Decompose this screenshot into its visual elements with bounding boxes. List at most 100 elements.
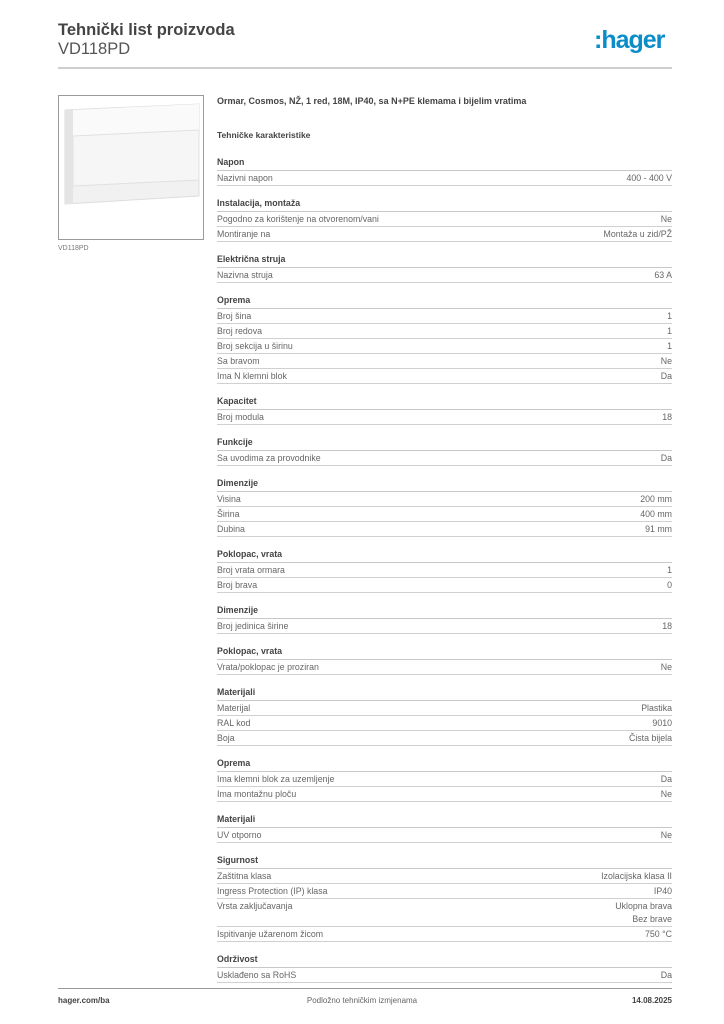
spec-row: Širina 400 mm: [217, 507, 672, 522]
spec-value: Plastika: [641, 703, 672, 713]
spec-label: Ima N klemni blok: [217, 371, 287, 381]
spec-value: 63 A: [654, 270, 672, 280]
section-heading: Dimenzije: [217, 477, 672, 492]
spec-value: Ne: [660, 662, 672, 672]
spec-value: Čista bijela: [628, 733, 672, 743]
specs-heading: Tehničke karakteristike: [217, 130, 311, 140]
spec-value: 1: [667, 565, 672, 575]
spec-row: Ima klemni blok za uzemljenje Da: [217, 772, 672, 787]
section-heading: Instalacija, montaža: [217, 197, 672, 212]
spec-value: Ne: [660, 789, 672, 799]
section-heading: Materijali: [217, 686, 672, 701]
spec-label: UV otporno: [217, 830, 262, 840]
spec-label: Broj vrata ormara: [217, 565, 285, 575]
spec-label: Vrata/poklopac je proziran: [217, 662, 319, 672]
spec-section: Materijali UV otporno Ne: [217, 813, 672, 843]
spec-label: Ingress Protection (IP) klasa: [217, 886, 328, 896]
spec-row: Broj sekcija u širinu 1: [217, 339, 672, 354]
spec-value: Da: [660, 371, 672, 381]
spec-value: 1: [667, 326, 672, 336]
spec-row: Ingress Protection (IP) klasa IP40: [217, 884, 672, 899]
image-caption: VD118PD: [58, 245, 89, 252]
spec-label: Ima klemni blok za uzemljenje: [217, 774, 335, 784]
header-divider: [58, 67, 672, 69]
section-heading: Poklopac, vrata: [217, 548, 672, 563]
spec-label: Sa bravom: [217, 356, 260, 366]
spec-label: Ima montažnu ploču: [217, 789, 297, 799]
spec-label: Broj brava: [217, 580, 258, 590]
section-heading: Oprema: [217, 294, 672, 309]
spec-label: Broj sekcija u širinu: [217, 341, 293, 351]
section-heading: Napon: [217, 156, 672, 171]
spec-label: Broj šina: [217, 311, 252, 321]
spec-label: Usklađeno sa RoHS: [217, 970, 297, 980]
spec-label: Broj redova: [217, 326, 262, 336]
spec-value: 750 °C: [645, 929, 672, 939]
spec-label: Ispitivanje užarenom žicom: [217, 929, 324, 939]
spec-label: RAL kod: [217, 718, 251, 728]
spec-value: IP40: [653, 886, 672, 896]
spec-value: 1: [667, 311, 672, 321]
spec-value: Uklopna brava Bez brave: [615, 901, 672, 924]
spec-label: Nazivna struja: [217, 270, 273, 280]
spec-value: Ne: [660, 214, 672, 224]
footer-note: Podložno tehničkim izmjenama: [306, 996, 418, 1005]
spec-row: Vrata/poklopac je proziran Ne: [217, 660, 672, 675]
spec-value: 0: [667, 580, 672, 590]
spec-row: Visina 200 mm: [217, 492, 672, 507]
footer-website[interactable]: hager.com/ba: [58, 996, 110, 1005]
section-heading: Funkcije: [217, 436, 672, 451]
spec-label: Sa uvodima za provodnike: [217, 453, 321, 463]
spec-label: Pogodno za korištenje na otvorenom/vani: [217, 214, 379, 224]
spec-label: Dubina: [217, 524, 245, 534]
section-heading: Oprema: [217, 757, 672, 772]
spec-value: 91 mm: [645, 524, 672, 534]
product-description: Ormar, Cosmos, NŽ, 1 red, 18M, IP40, sa …: [217, 96, 527, 106]
footer-date: 14.08.2025: [631, 996, 672, 1005]
spec-label: Montiranje na: [217, 229, 271, 239]
spec-value: Ne: [660, 830, 672, 840]
spec-label: Broj jedinica širine: [217, 621, 289, 631]
section-heading: Materijali: [217, 813, 672, 828]
section-heading: Kapacitet: [217, 395, 672, 410]
spec-value: Da: [660, 970, 672, 980]
spec-row: Boja Čista bijela: [217, 731, 672, 746]
spec-label: Visina: [217, 494, 241, 504]
spec-row: Broj vrata ormara 1: [217, 563, 672, 578]
spec-value: Da: [660, 774, 672, 784]
spec-label: Boja: [217, 733, 235, 743]
spec-row: Ispitivanje užarenom žicom 750 °C: [217, 927, 672, 942]
spec-row: Materijal Plastika: [217, 701, 672, 716]
section-heading: Dimenzije: [217, 604, 672, 619]
spec-label: Širina: [217, 509, 240, 519]
spec-label: Materijal: [217, 703, 251, 713]
spec-value: 200 mm: [640, 494, 672, 504]
spec-value: 400 mm: [640, 509, 672, 519]
spec-label: Broj modula: [217, 412, 264, 422]
section-heading: Električna struja: [217, 253, 672, 268]
spec-row: Broj jedinica širine 18: [217, 619, 672, 634]
spec-row: Broj šina 1: [217, 309, 672, 324]
spec-label: Nazivni napon: [217, 173, 273, 183]
spec-value: 1: [667, 341, 672, 351]
spec-value: 18: [662, 621, 672, 631]
